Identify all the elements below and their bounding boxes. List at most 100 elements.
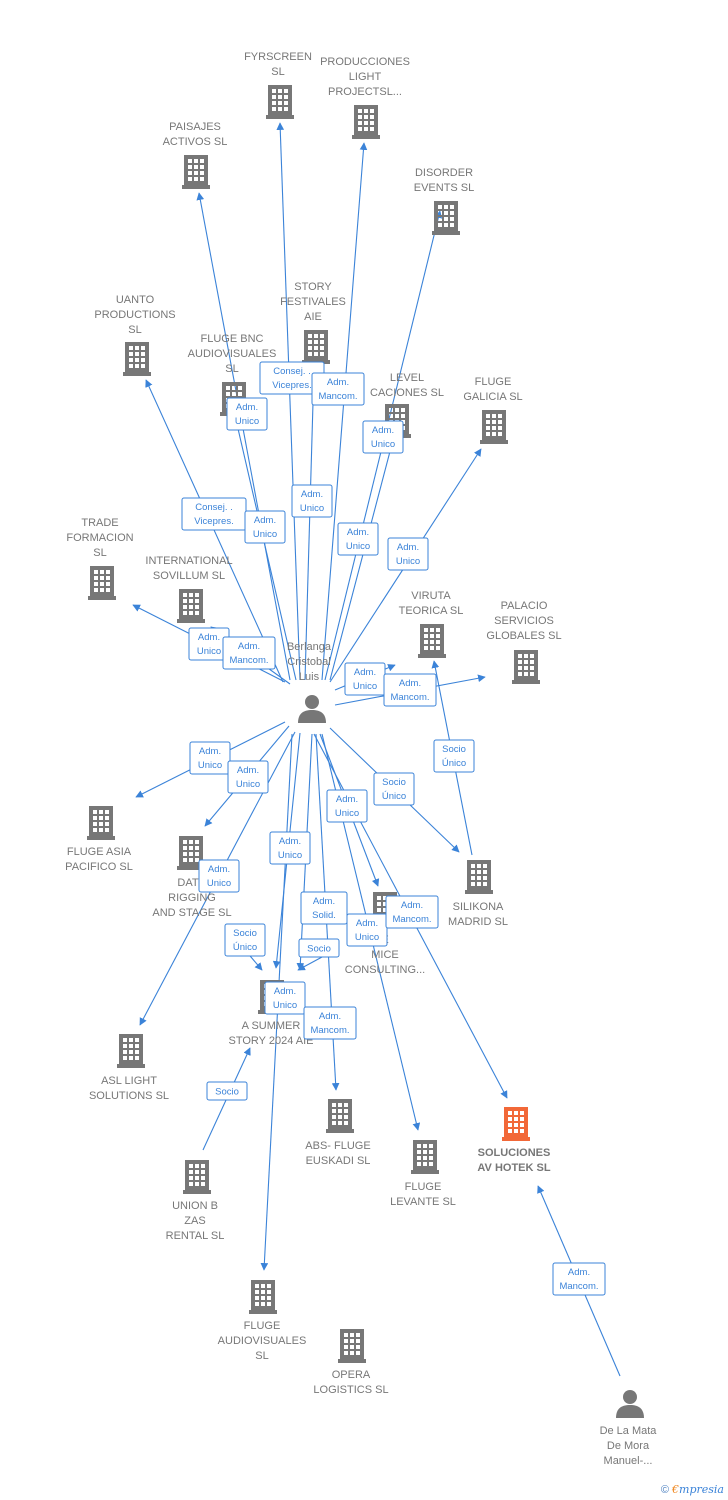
relation-label-berlanga-producciones[interactable]: Adm.Mancom. (311, 372, 365, 406)
relation-label-text: Unico (353, 681, 377, 692)
node-label: SL (225, 363, 238, 375)
relation-label-berlanga-flugegalicia[interactable]: Adm.Unico (387, 537, 429, 571)
relation-label-text: Unico (197, 646, 221, 657)
relation-label-berlanga-paisajes[interactable]: Adm.Unico (226, 397, 268, 431)
company-node-producciones[interactable]: PRODUCCIONESLIGHTPROJECTSL... (320, 56, 410, 139)
node-label: Berlanga (287, 641, 332, 653)
node-label: PRODUCTIONS (94, 309, 175, 321)
node-label: SOLUTIONS SL (89, 1090, 169, 1102)
relation-label-berlanga-flugeasia[interactable]: Adm.Unico (189, 741, 231, 775)
relation-label-text: Adm. (336, 794, 358, 805)
node-label: PALACIO (501, 600, 548, 612)
relation-label-text: Unico (273, 1000, 297, 1011)
relation-label-berlanga-asl[interactable]: Adm.Unico (198, 859, 240, 893)
node-label: ZAS (184, 1215, 205, 1227)
copyright-notice[interactable]: © €mpresia (661, 1483, 724, 1496)
relation-label-text: Mancom. (229, 655, 268, 666)
node-label: PROJECTSL... (328, 86, 402, 98)
node-label: FLUGE ASIA (67, 846, 132, 858)
relation-label-berlanga-viruta[interactable]: Adm.Unico (344, 662, 386, 696)
relation-label-text: Unico (396, 556, 420, 567)
relation-label-berlanga-datc[interactable]: Adm. Unico (227, 760, 269, 794)
node-label: MICE (371, 949, 399, 961)
relation-label-berlanga-flugeav[interactable]: Adm.Unico (264, 981, 306, 1015)
relation-label-text: Vicepres. (272, 380, 311, 391)
relation-label-berlanga-trade[interactable]: Adm. Unico (188, 627, 230, 661)
relation-label-text: Mancom. (310, 1025, 349, 1036)
relation-labels: Consej. .Vicepres.Adm.Mancom.Adm.UnicoAd… (181, 361, 606, 1296)
relation-label-text: Adm. (327, 377, 349, 388)
relation-label-delamata-soluciones[interactable]: Adm.Mancom. (552, 1262, 606, 1296)
relation-label-text: Adm. (198, 632, 220, 643)
node-label: FLUGE (405, 1181, 442, 1193)
relation-label-text: Unico (236, 779, 260, 790)
relation-label-text: Unico (355, 932, 379, 943)
relation-label-text: Unico (278, 850, 302, 861)
node-label: SL (271, 66, 284, 78)
node-label: LIGHT (349, 71, 382, 83)
node-label: MADRID SL (448, 916, 508, 928)
relation-label-unionb-summer[interactable]: Socio (206, 1081, 248, 1101)
company-node-fyrscreen[interactable]: FYRSCREEN SL (244, 51, 312, 119)
relation-label-berlanga-sovillum[interactable]: Adm.Mancom. (222, 636, 276, 670)
relation-label-berlanga-summer[interactable]: Adm.Solid. (300, 891, 348, 925)
relation-label-berlanga-fyrscreen[interactable]: Consej. .Vicepres. (259, 361, 325, 395)
relation-label-berlanga-story[interactable]: Adm.Unico (291, 484, 333, 518)
relation-label-berlanga-palacio[interactable]: Adm.Mancom. (383, 673, 437, 707)
node-label: SL (255, 1350, 268, 1362)
node-label: SOVILLUM SL (153, 570, 225, 582)
node-label: FYRSCREEN (244, 51, 312, 63)
relation-label-text: Adm. (237, 765, 259, 776)
relation-label-berlanga-abs[interactable]: Adm. Mancom. (303, 1006, 357, 1040)
node-label: TEORICA SL (399, 605, 464, 617)
node-label: RIGGING (168, 892, 216, 904)
relation-label-mice-summer[interactable]: Socio (298, 938, 340, 958)
relation-label-text: Socio (215, 1087, 239, 1098)
relation-label-berlanga-uanto[interactable]: Consej. .Vicepres. (181, 497, 247, 531)
node-label: SL (93, 547, 106, 559)
relation-label-text: Adm. (319, 1011, 341, 1022)
relation-label-text: Unico (253, 529, 277, 540)
relation-label-berlanga-flugebnc[interactable]: Adm. Unico (244, 510, 286, 544)
node-label: AIE (304, 311, 322, 323)
relation-label-text: Adm. (254, 515, 276, 526)
relation-label-berlanga-soluciones[interactable]: Adm.Mancom. (385, 895, 439, 929)
relation-label-text: Unico (371, 439, 395, 450)
relation-label-berlanga-level[interactable]: Adm.Unico (337, 522, 379, 556)
relation-label-berlanga-flugelevante[interactable]: Adm.Unico (346, 913, 388, 947)
relation-label-berlanga-disorder[interactable]: Adm.Unico (362, 420, 404, 454)
building-icon (123, 342, 151, 376)
company-node-mice[interactable]: EMICECONSULTING... (345, 892, 425, 976)
building-icon (418, 624, 446, 658)
relation-label-berlanga-mice[interactable]: Adm.Unico (326, 789, 368, 823)
relation-label-berlanga-summer[interactable]: Adm.Unico (269, 831, 311, 865)
node-label: STORY (294, 281, 332, 293)
node-label: AND STAGE SL (152, 907, 231, 919)
